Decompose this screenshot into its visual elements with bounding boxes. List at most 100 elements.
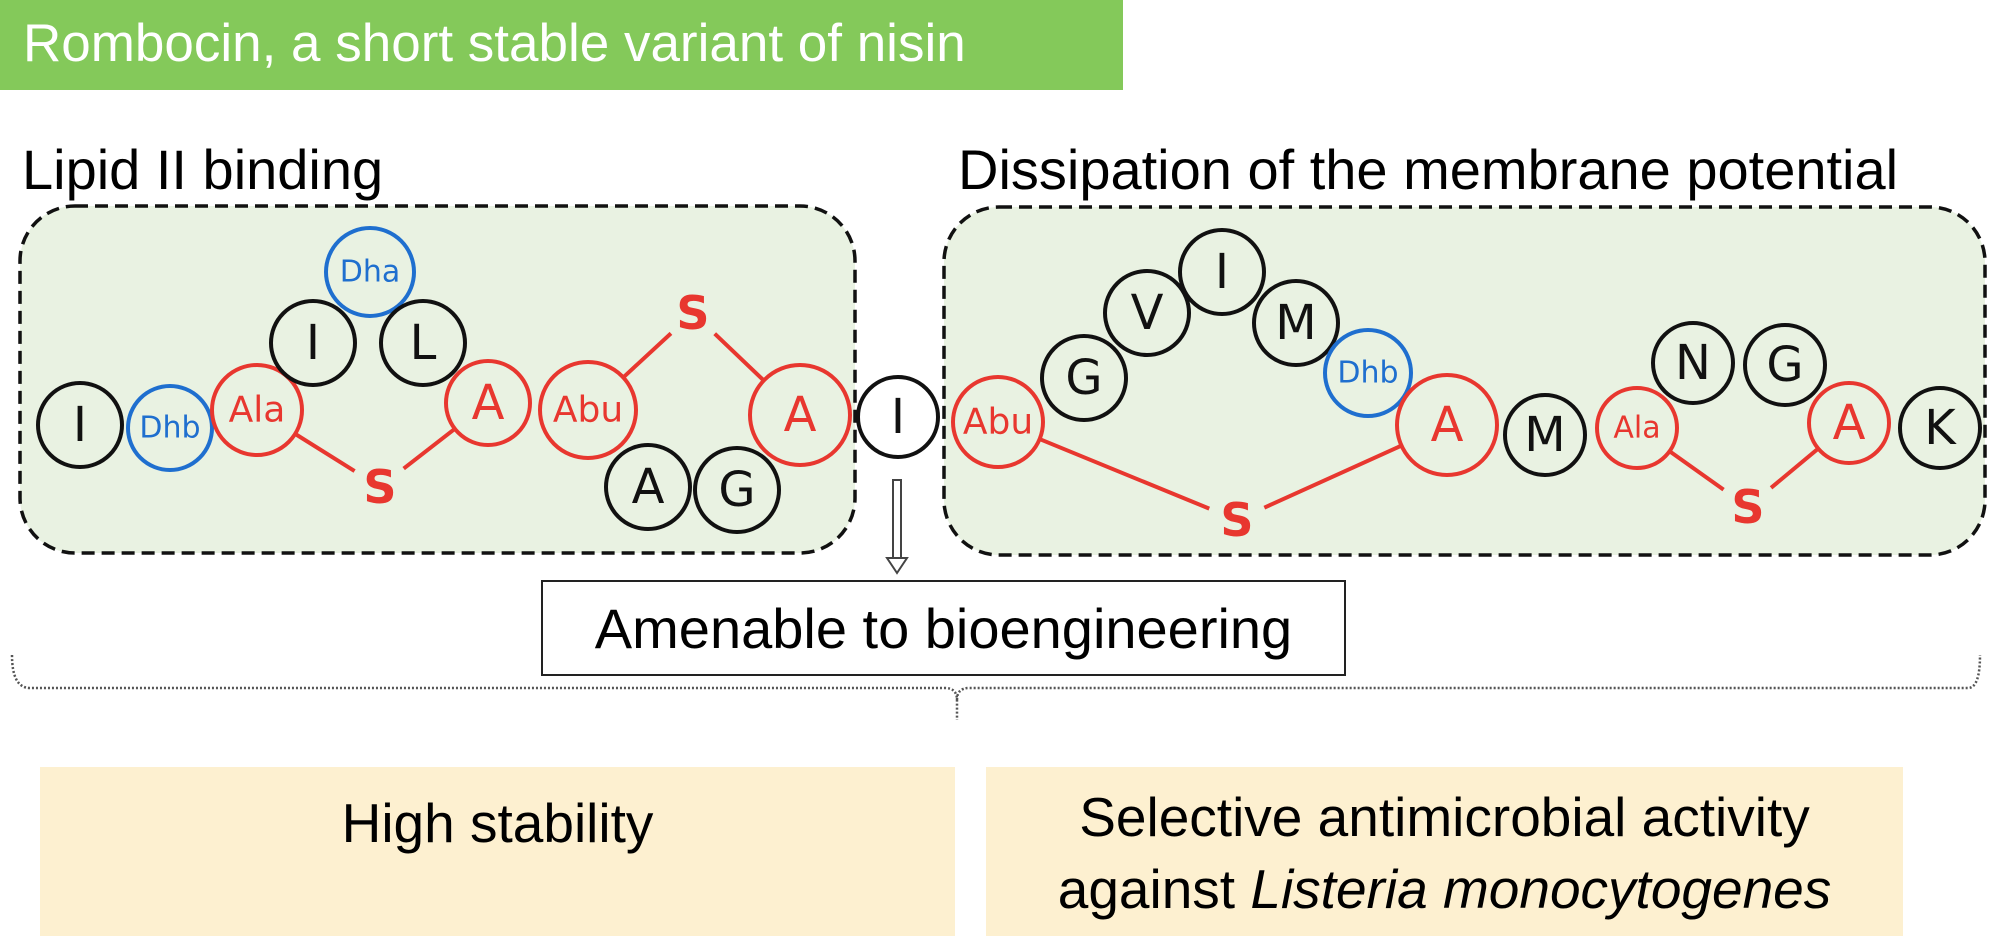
amenable-text: Amenable to bioengineering xyxy=(594,596,1293,660)
bridge-line xyxy=(1769,447,1820,490)
property-text-line1: Selective antimicrobial activity xyxy=(1079,786,1810,848)
sulfur-label: S xyxy=(1731,480,1764,534)
residue-k: K xyxy=(1898,386,1982,470)
residue-label: Abu xyxy=(963,402,1033,443)
residue-label: A xyxy=(1431,397,1464,453)
residue-a: A xyxy=(444,359,532,447)
residue-label: A xyxy=(784,387,817,443)
residue-label: V xyxy=(1131,285,1164,341)
bridge-line xyxy=(402,427,457,471)
residue-label: M xyxy=(1524,407,1565,463)
bridge-line xyxy=(1263,443,1403,510)
residue-a: A xyxy=(748,363,852,467)
residue-circle xyxy=(1807,381,1891,465)
property-text: High stability xyxy=(341,792,654,854)
residue-circle xyxy=(1252,279,1340,367)
sulfur-label: S xyxy=(1220,493,1253,547)
residue-label: Dhb xyxy=(1337,356,1398,391)
sulfur-label: S xyxy=(363,460,396,514)
residue-a: A xyxy=(1395,373,1499,477)
bridge-line xyxy=(713,332,766,382)
residue-n: N xyxy=(1651,321,1735,405)
bridge-line xyxy=(621,331,673,379)
residue-label: Ala xyxy=(1613,411,1660,446)
property-high-stability: High stability xyxy=(40,767,955,936)
down-arrow-icon xyxy=(885,479,909,575)
residue-label: A xyxy=(1833,395,1866,451)
residue-circle xyxy=(444,359,532,447)
residue-circle xyxy=(748,363,852,467)
residue-circle xyxy=(1651,321,1735,405)
residue-ala: Ala xyxy=(210,363,304,457)
residue-circle xyxy=(1503,393,1587,477)
residue-i: I xyxy=(269,299,357,387)
bridge-line xyxy=(1038,437,1211,511)
residue-label: G xyxy=(1766,337,1803,393)
residue-label: Ala xyxy=(229,390,286,431)
thioether-bridge: S xyxy=(621,286,766,382)
residue-label: K xyxy=(1924,400,1957,456)
residue-g: G xyxy=(1040,334,1128,422)
residue-circle xyxy=(1178,228,1266,316)
residue-circle xyxy=(856,375,940,459)
residue-label: M xyxy=(1275,295,1316,351)
residue-g: G xyxy=(693,446,781,534)
residue-g: G xyxy=(1743,323,1827,407)
residue-i: I xyxy=(1178,228,1266,316)
residue-m: M xyxy=(1252,279,1340,367)
residue-circle xyxy=(1103,269,1191,357)
membrane-dissipation-label: Dissipation of the membrane potential xyxy=(958,138,1899,201)
residue-circle xyxy=(1595,386,1679,470)
residue-circle xyxy=(210,363,304,457)
residue-circle xyxy=(951,375,1045,469)
residue-label: G xyxy=(718,462,755,518)
residue-dhb: Dhb xyxy=(126,384,214,472)
residue-ala: Ala xyxy=(1595,386,1679,470)
residue-label: Dha xyxy=(340,255,401,290)
residue-circle xyxy=(269,299,357,387)
residue-abu: Abu xyxy=(538,360,638,460)
residue-i: I xyxy=(856,375,940,459)
residue-v: V xyxy=(1103,269,1191,357)
residue-label: I xyxy=(73,397,87,453)
residue-circle xyxy=(1323,328,1413,418)
property-text-plain: against xyxy=(1057,858,1251,920)
sulfur-label: S xyxy=(676,286,709,340)
bridge-line xyxy=(294,432,356,473)
residue-a: A xyxy=(1807,381,1891,465)
residue-label: L xyxy=(410,315,437,371)
bracket xyxy=(10,654,1982,720)
title-banner: Rombocin, a short stable variant of nisi… xyxy=(0,0,1123,90)
bridge-line xyxy=(1668,449,1725,492)
residue-circle xyxy=(126,384,214,472)
lipid-ii-domain-box xyxy=(18,204,857,555)
residue-dhb: Dhb xyxy=(1323,328,1413,418)
residue-l: L xyxy=(379,299,467,387)
residue-circle xyxy=(324,226,416,318)
residue-m: M xyxy=(1503,393,1587,477)
residue-circle xyxy=(538,360,638,460)
residue-circle xyxy=(1898,386,1982,470)
organism-name: Listeria monocytogenes xyxy=(1250,858,1832,920)
residue-label: I xyxy=(891,389,905,445)
residue-circle xyxy=(1395,373,1499,477)
property-selective-activity: Selective antimicrobial activity against… xyxy=(986,767,1903,936)
residue-label: A xyxy=(472,375,505,431)
residue-label: I xyxy=(306,315,320,371)
thioether-bridge: S xyxy=(1668,447,1820,534)
residue-circle xyxy=(379,299,467,387)
residue-dha: Dha xyxy=(324,226,416,318)
residue-circle xyxy=(1743,323,1827,407)
residue-label: Abu xyxy=(553,390,623,431)
lipid-ii-binding-label: Lipid II binding xyxy=(22,138,384,201)
residue-label: G xyxy=(1065,350,1102,406)
residue-abu: Abu xyxy=(951,375,1045,469)
property-text-line2: against Listeria monocytogenes xyxy=(1058,853,1832,925)
residue-circle xyxy=(693,446,781,534)
residue-circle xyxy=(1040,334,1128,422)
residue-i: I xyxy=(36,381,124,469)
residue-label: Dhb xyxy=(139,411,200,446)
amenable-box: Amenable to bioengineering xyxy=(541,580,1346,676)
residue-a: A xyxy=(604,443,692,531)
